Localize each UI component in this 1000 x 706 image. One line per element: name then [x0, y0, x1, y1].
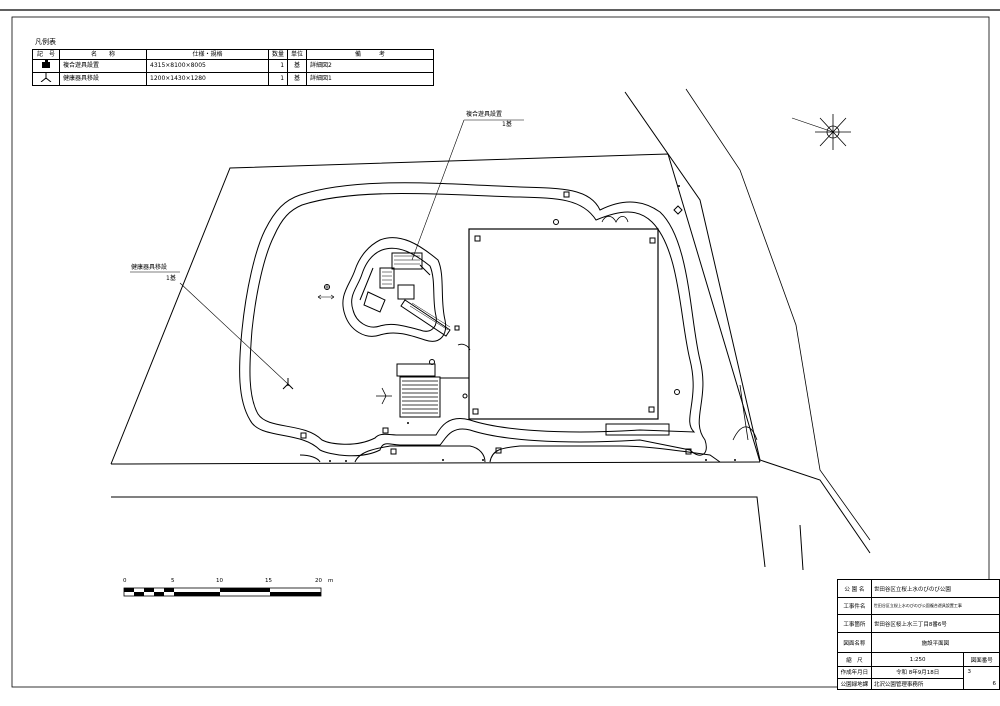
legend-row: 複合遊具設置 4315×8100×8005 1 基 詳細図2: [32, 59, 435, 73]
scale-tick-label: 5: [171, 578, 175, 584]
legend-header-unit: 単位: [287, 49, 308, 60]
road-stub: [799, 524, 804, 571]
curb: [354, 445, 486, 463]
sheet-number-label: 図面番号: [963, 652, 1000, 667]
work-name-label: 工事件名: [837, 597, 872, 615]
legend-row-qty: 1: [267, 72, 289, 86]
column-marker: [648, 406, 655, 413]
play-structure-hatch: [382, 255, 451, 331]
scale-bar: [123, 587, 322, 597]
play-area-hedge-outer: [342, 237, 447, 342]
column-marker: [472, 408, 479, 415]
tree-marker: [553, 219, 559, 225]
post-marker: [300, 432, 307, 439]
legend-header-note: 備 考: [306, 49, 435, 60]
shrub: [376, 387, 392, 405]
post-marker: [495, 447, 502, 454]
entrance: [732, 384, 758, 441]
location: 世田谷区桜上水三丁目8番6号: [870, 614, 1000, 633]
scale-tick-label: 10: [216, 578, 223, 584]
callout-play-leader: [411, 119, 465, 261]
legend-header-row: 記 号 名 称 仕様・規格 数量 単位 備 考: [32, 49, 435, 60]
deck-landing: [396, 363, 436, 377]
legend-row-qty: 1: [267, 59, 289, 73]
scale-unit: m: [328, 578, 334, 584]
callout-fitness-qty: 1基: [166, 275, 176, 282]
legend-row-name: 健康器具移設: [59, 72, 147, 86]
callout-play-name: 複合遊具設置: [466, 111, 503, 118]
location-label: 工事箇所: [837, 614, 872, 633]
tree-marker: [674, 389, 680, 395]
deck-structure: [399, 376, 441, 418]
sheet-total: 6: [992, 681, 997, 687]
column-marker: [649, 237, 656, 244]
legend-row-name: 複合遊具設置: [59, 59, 147, 73]
scale-tick-label: 15: [265, 578, 272, 584]
legend-table: 記 号 名 称 仕様・規格 数量 単位 備 考 複合遊具設置 4315×8100…: [32, 49, 435, 86]
post-marker: [563, 191, 570, 198]
play-structure-icon: [32, 59, 60, 73]
sheet-number-cell: 3 6: [963, 666, 1000, 690]
callout-fitness-name: 健康器具移設: [131, 264, 168, 271]
date-value: 令和 8年9月18日: [870, 666, 965, 679]
road-edge: [111, 496, 766, 568]
fitness-equipment-symbol: [282, 378, 294, 390]
legend-row-unit: 基: [287, 72, 308, 86]
callout-fitness-leader: [179, 282, 289, 385]
post-marker: [382, 427, 389, 434]
drawing-name: 施設平面図: [870, 632, 1000, 653]
legend-header-symbol: 記 号: [32, 49, 60, 60]
post-marker: [454, 325, 460, 331]
fitness-equipment-icon: [32, 72, 60, 86]
legend-row-spec: 1200×1430×1280: [146, 72, 269, 86]
column-marker: [474, 235, 481, 242]
legend-row-note: 詳細図1: [306, 72, 435, 86]
post-marker: [390, 448, 397, 455]
curb: [489, 445, 721, 463]
scale-tick-label: 0: [123, 578, 127, 584]
park-name-label: 公 園 名: [837, 579, 872, 598]
building: [468, 228, 659, 420]
legend-header-qty: 数量: [267, 49, 289, 60]
legend-row-unit: 基: [287, 59, 308, 73]
play-structure: [359, 252, 451, 337]
marker-diamond: [673, 205, 683, 215]
office-label: 公園緑地課: [837, 677, 872, 690]
curb: [299, 454, 321, 463]
site-boundary-bottom: [110, 461, 761, 465]
scale-value: 1:250: [870, 652, 965, 667]
road-edge-east-2: [685, 88, 871, 541]
scale-tick-label: 20: [315, 578, 322, 584]
footpath-inner: [249, 192, 696, 445]
drawing-name-label: 図面名称: [837, 632, 872, 653]
deck-stair-lines: [402, 380, 438, 414]
legend-row-spec: 4315×8100×8005: [146, 59, 269, 73]
tree-marker: [462, 393, 468, 399]
legend-row: 健康器具移設 1200×1430×1280 1 基 詳細図1: [32, 72, 435, 86]
callout-play-qty: 1基: [502, 121, 512, 128]
bench: [605, 423, 670, 436]
scale-label: 縮 尺: [837, 652, 872, 667]
drawing-frame: [11, 16, 990, 688]
legend-title: 凡例表: [35, 38, 56, 46]
road-edge-east-1: [624, 91, 871, 554]
play-area-hedge-inner: [351, 247, 437, 332]
work-name: 世田谷区立桜上水のびのび公園複合遊具設置工事: [870, 597, 1000, 615]
date-label: 作成年月日: [837, 666, 872, 679]
tree-marker: [429, 359, 435, 365]
sheet-number: 3: [967, 669, 971, 675]
park-name: 世田谷区立桜上水のびのび公園: [870, 579, 1000, 598]
legend-row-note: 詳細図2: [306, 59, 435, 73]
legend-header-name: 名 称: [59, 49, 147, 60]
office-name: 北沢公園管理事務所: [870, 677, 965, 690]
gate-plants: [601, 215, 629, 223]
footpath-outer: [239, 182, 707, 457]
title-block: 公 園 名 世田谷区立桜上水のびのび公園 工事件名 世田谷区立桜上水のびのび公園…: [837, 579, 1000, 690]
north-arrow: [791, 114, 851, 150]
legend-header-spec: 仕様・規格: [146, 49, 269, 60]
